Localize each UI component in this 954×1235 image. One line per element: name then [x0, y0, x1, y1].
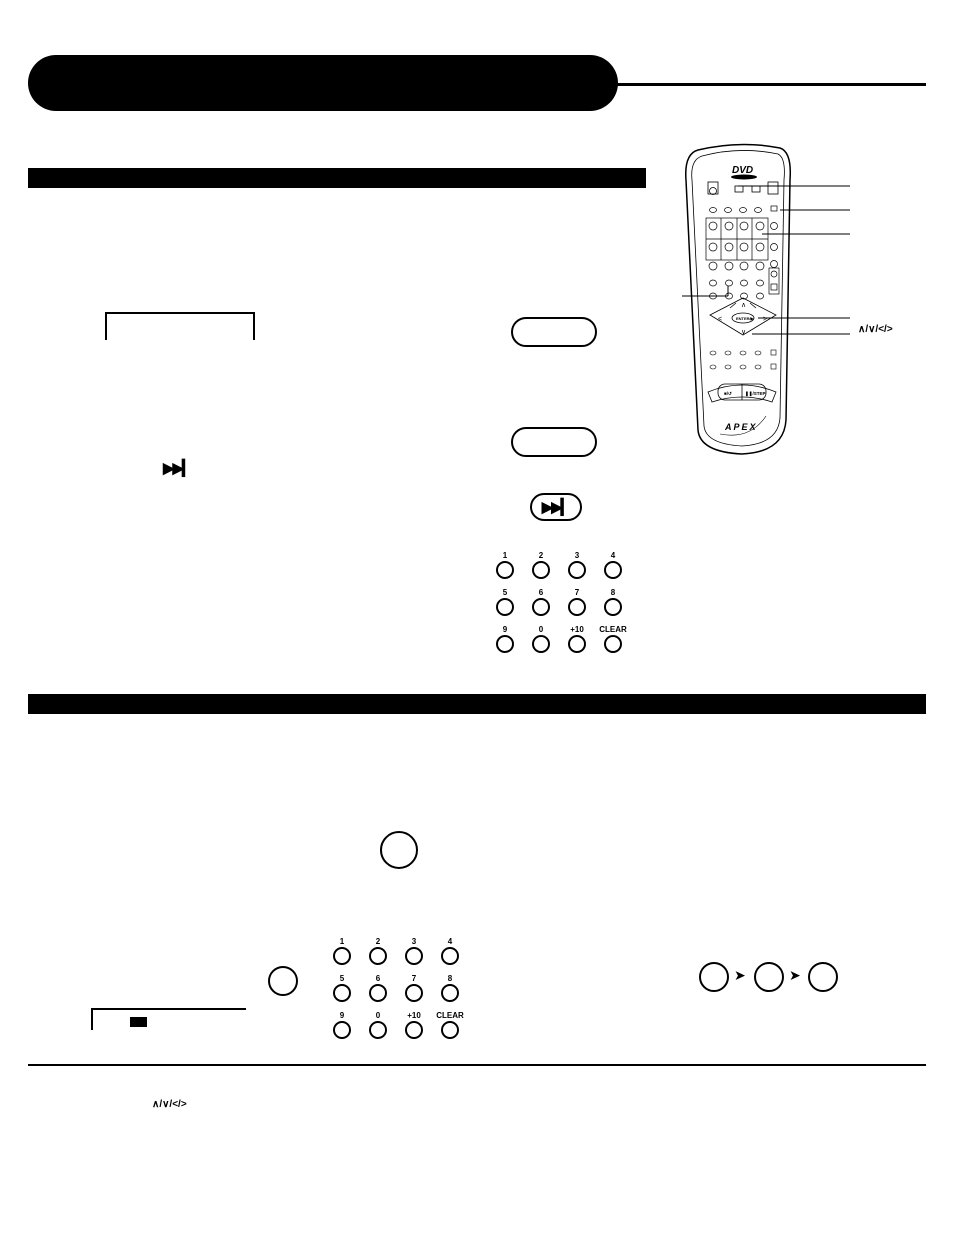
remote-right-icon: > [763, 316, 767, 323]
key-button[interactable] [405, 947, 423, 965]
key-button[interactable] [496, 598, 514, 616]
next-icon-inline: ▶▶▎ [163, 460, 194, 477]
key-button[interactable] [532, 635, 550, 653]
key-9[interactable]: 9 [324, 1010, 360, 1047]
key-button[interactable] [532, 598, 550, 616]
arrow-keys-label-inline: ∧/∨/</> [152, 1099, 187, 1110]
remote-control-illustration: DVD ENTER/▶ ∧ ∨ < > [682, 143, 850, 455]
key-4[interactable]: 4 [432, 936, 468, 973]
key-button[interactable] [369, 947, 387, 965]
next-icon: ▶▶▎ [541, 499, 573, 516]
pill-button-1[interactable] [511, 317, 597, 347]
key-5[interactable]: 5 [324, 973, 360, 1010]
key-3[interactable]: 3 [396, 936, 432, 973]
key-button[interactable] [604, 635, 622, 653]
osd-display-box [105, 312, 255, 340]
key-5[interactable]: 5 [487, 587, 523, 624]
remote-down-icon: ∨ [741, 329, 746, 336]
remote-up-icon: ∧ [741, 302, 746, 309]
section-header-bar-2 [28, 694, 926, 714]
key-8[interactable]: 8 [595, 587, 631, 624]
remote-enter-label: ENTER/▶ [736, 316, 755, 321]
key-button[interactable] [441, 1021, 459, 1039]
key-9[interactable]: 9 [487, 624, 523, 661]
sequence-circle-3 [808, 962, 838, 992]
key-button[interactable] [604, 561, 622, 579]
key-button[interactable] [333, 947, 351, 965]
remote-pause-label: ❚❚/STEP [745, 391, 766, 397]
key-6[interactable]: 6 [360, 973, 396, 1010]
key-1[interactable]: 1 [324, 936, 360, 973]
key-button[interactable] [405, 1021, 423, 1039]
remote-logo: DVD [732, 165, 753, 176]
key-button[interactable] [369, 984, 387, 1002]
key-plus10[interactable]: +10 [396, 1010, 432, 1047]
next-button[interactable]: ▶▶▎ [530, 493, 582, 521]
key-button[interactable] [496, 635, 514, 653]
key-7[interactable]: 7 [559, 587, 595, 624]
section-header-bar-1 [28, 168, 646, 188]
key-0[interactable]: 0 [360, 1010, 396, 1047]
sequence-circle-1 [699, 962, 729, 992]
key-button[interactable] [369, 1021, 387, 1039]
key-2[interactable]: 2 [360, 936, 396, 973]
key-clear[interactable]: CLEAR [595, 624, 631, 661]
key-0[interactable]: 0 [523, 624, 559, 661]
round-button-small[interactable] [268, 966, 298, 996]
key-clear[interactable]: CLEAR [432, 1010, 468, 1047]
number-keypad-1: 1 2 3 4 5 6 7 8 9 0 +10 CLEAR [487, 550, 631, 661]
sequence-arrow-icon: ➤ [734, 967, 746, 983]
remote-stop-label: ■/↺ [724, 391, 732, 396]
pill-button-2[interactable] [511, 427, 597, 457]
number-keypad-2: 1 2 3 4 5 6 7 8 9 0 +10 CLEAR [324, 936, 468, 1047]
arrow-keys-label: ∧/∨/</> [858, 324, 893, 335]
bottom-divider [28, 1064, 926, 1066]
key-button[interactable] [405, 984, 423, 1002]
key-button[interactable] [333, 984, 351, 1002]
osd-cursor-block [130, 1017, 147, 1027]
key-4[interactable]: 4 [595, 550, 631, 587]
remote-brand: APEX [724, 422, 758, 432]
title-banner [28, 55, 618, 111]
title-rule [612, 83, 926, 86]
sequence-circle-2 [754, 962, 784, 992]
key-2[interactable]: 2 [523, 550, 559, 587]
key-button[interactable] [532, 561, 550, 579]
osd-display-box-2 [91, 1008, 246, 1030]
key-8[interactable]: 8 [432, 973, 468, 1010]
key-3[interactable]: 3 [559, 550, 595, 587]
key-1[interactable]: 1 [487, 550, 523, 587]
key-7[interactable]: 7 [396, 973, 432, 1010]
key-button[interactable] [441, 984, 459, 1002]
key-button[interactable] [604, 598, 622, 616]
key-plus10[interactable]: +10 [559, 624, 595, 661]
key-button[interactable] [568, 561, 586, 579]
key-button[interactable] [568, 598, 586, 616]
key-button[interactable] [496, 561, 514, 579]
key-button[interactable] [441, 947, 459, 965]
key-button[interactable] [568, 635, 586, 653]
sequence-arrow-icon: ➤ [789, 967, 801, 983]
key-6[interactable]: 6 [523, 587, 559, 624]
key-button[interactable] [333, 1021, 351, 1039]
remote-left-icon: < [718, 316, 722, 323]
round-button-large[interactable] [380, 831, 418, 869]
